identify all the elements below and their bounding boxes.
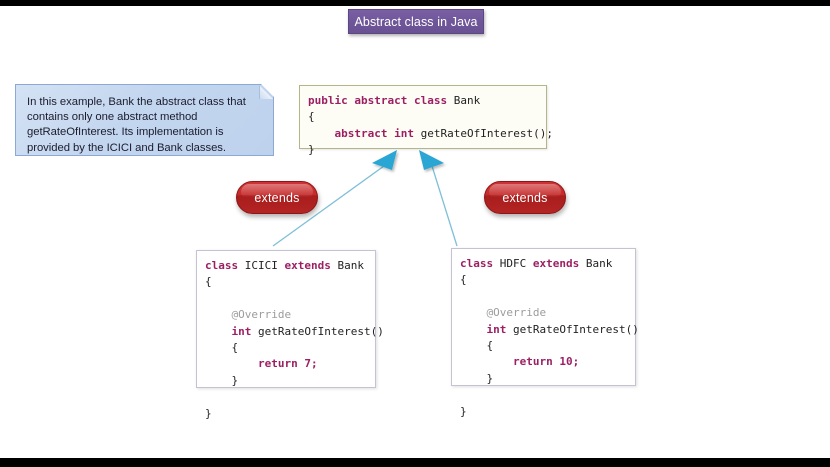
extends-badge-hdfc-label: extends [502,190,548,205]
arrow-head-hdfc-to-bank [419,150,444,170]
extends-badge-hdfc: extends [484,181,566,214]
icici-line1-classname: ICICI [244,259,285,272]
hdfc-line2-brace: { [460,273,467,287]
code-box-hdfc-class: class HDFC extends Bank { @Override int … [451,248,639,418]
page-title: Abstract class in Java [354,14,478,29]
hdfc-line1-kw-extends: extends [532,257,586,270]
extends-badge-icici: extends [236,181,318,214]
icici-line8-brace: } [205,373,239,387]
icici-line1-kw-extends: extends [284,259,338,272]
code-box-bank-abstract-class: public abstract class Bank { abstract in… [299,85,553,156]
parent-line3-method: getRateOfInterest(); [420,126,554,140]
parent-line1-keywords: public abstract class [308,94,454,107]
arrow-line-hdfc-to-bank [431,165,458,247]
icici-line10-brace: } [205,406,212,420]
hdfc-line6-brace: { [460,339,494,353]
hdfc-line5-kw-int: int [460,322,513,336]
explanation-callout-text: In this example, Bank the abstract class… [27,96,246,154]
hdfc-line8-brace: } [460,371,494,385]
parent-line4-brace: } [308,143,315,157]
letterbox-bar-bottom [0,458,830,467]
slide-title-plaque: Abstract class in Java [348,9,484,34]
arrow-head-icici-to-bank [372,150,397,170]
extends-badge-icici-label: extends [254,190,300,205]
parent-line1-classname: Bank [453,94,481,107]
hdfc-line10-brace: } [460,404,467,418]
hdfc-line5-method: getRateOfInterest() [512,322,639,336]
parent-line3-keywords: abstract int [308,126,421,140]
icici-override-annotation: @Override [205,308,292,322]
icici-line5-kw-int: int [205,324,258,338]
letterbox-bar-top [0,0,830,6]
hdfc-return-value: 10; [559,355,580,369]
icici-line1-kw-class: class [205,259,245,272]
explanation-callout: In this example, Bank the abstract class… [15,84,274,156]
icici-line2-brace: { [205,275,212,289]
parent-line2-brace: { [308,110,315,124]
icici-line6-brace: { [205,341,239,355]
icici-line7-kw-return: return [205,357,305,371]
icici-line5-method: getRateOfInterest() [257,324,384,338]
callout-bevel-corner [259,85,273,99]
icici-return-value: 7; [304,357,318,371]
hdfc-line7-kw-return: return [460,355,560,369]
hdfc-override-annotation: @Override [460,306,547,320]
hdfc-line1-parent: Bank [585,257,613,270]
hdfc-line1-classname: HDFC [499,257,533,270]
hdfc-line1-kw-class: class [460,257,500,270]
icici-line1-parent: Bank [337,259,364,272]
code-box-icici-class: class ICICI extends Bank { @Override int… [196,250,384,420]
